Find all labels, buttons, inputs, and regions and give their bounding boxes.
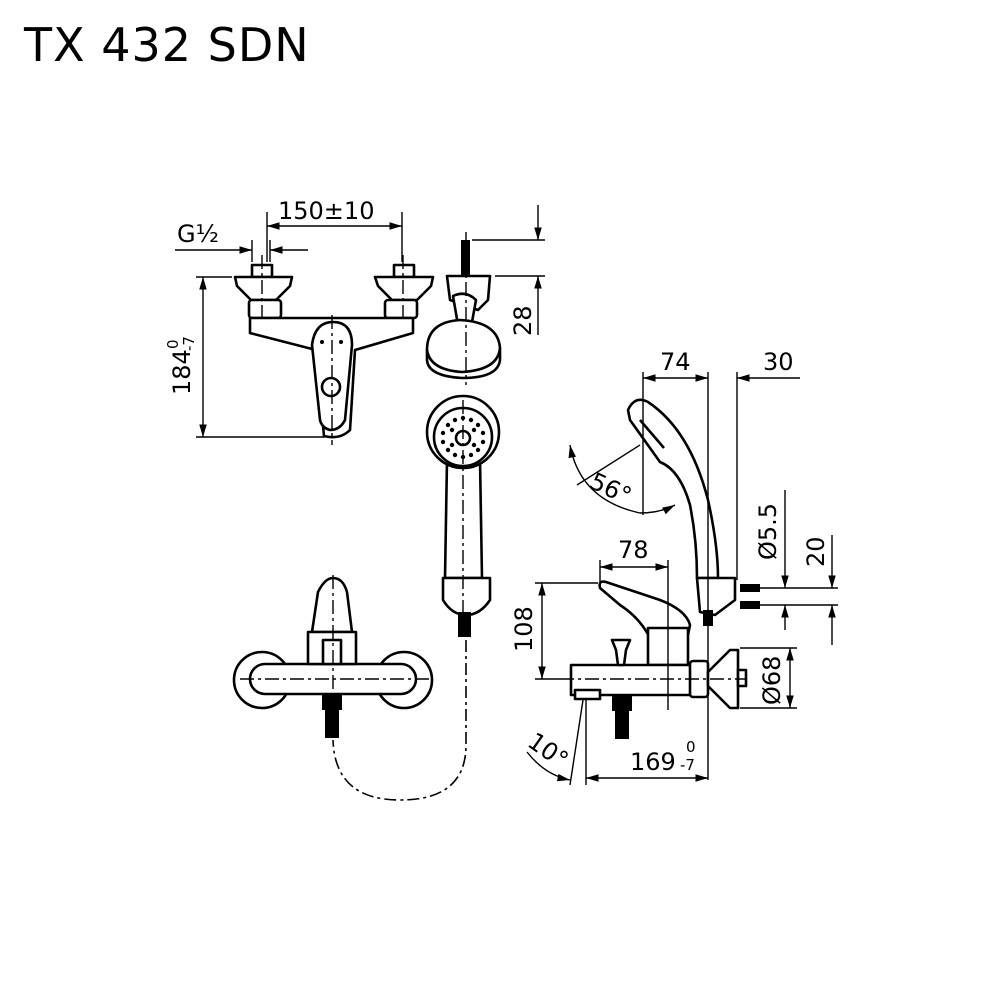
dimension-screws: Ø5.5 20 (754, 490, 838, 645)
dim-bracket-depth: 30 (763, 348, 794, 376)
dimension-10-degrees: 10° (523, 699, 587, 786)
dimension-108: 108 (510, 582, 598, 680)
dimension-thread: G½ (175, 220, 308, 262)
shower-holder-side-view (425, 232, 502, 385)
dim-screw-diameter: Ø5.5 (754, 503, 782, 560)
dimension-169: 169 0 -7 (586, 738, 708, 782)
dimension-28: 28 (472, 205, 545, 336)
dim-projection: 169 (630, 748, 676, 776)
dim-holder-height: 28 (509, 305, 537, 336)
dim-center-distance: 150±10 (278, 197, 374, 225)
dim-height-main-tol-lower: -7 (180, 336, 198, 351)
dimension-150: 150±10 (266, 197, 403, 262)
dim-height-main-tol-upper: 0 (164, 339, 182, 349)
dim-screw-spacing: 20 (802, 536, 830, 567)
dim-spout-angle: 10° (523, 727, 574, 774)
dim-projection-tol-upper: 0 (686, 738, 696, 756)
dim-thread: G½ (177, 220, 219, 248)
dimension-74-30: 74 30 (642, 348, 800, 780)
dim-height-main: 184 (168, 349, 196, 395)
dimension-78: 78 (599, 536, 669, 710)
dimension-68: Ø68 (740, 647, 797, 709)
bath-mixer-front-view (232, 575, 434, 738)
dim-flange-diameter: Ø68 (758, 656, 786, 705)
model-title: TX 432 SDN (24, 18, 310, 72)
dim-projection-tol-lower: -7 (680, 756, 695, 774)
dim-tilt-angle: 56° (585, 467, 635, 510)
dim-mixer-height: 108 (510, 606, 538, 652)
dim-handshower-offset: 74 (660, 348, 691, 376)
hand-shower-front-view (425, 394, 501, 637)
wall-mixer-front-view (233, 255, 435, 445)
dim-lever-length: 78 (618, 536, 649, 564)
dimension-184: 184 0 -7 (164, 276, 325, 438)
